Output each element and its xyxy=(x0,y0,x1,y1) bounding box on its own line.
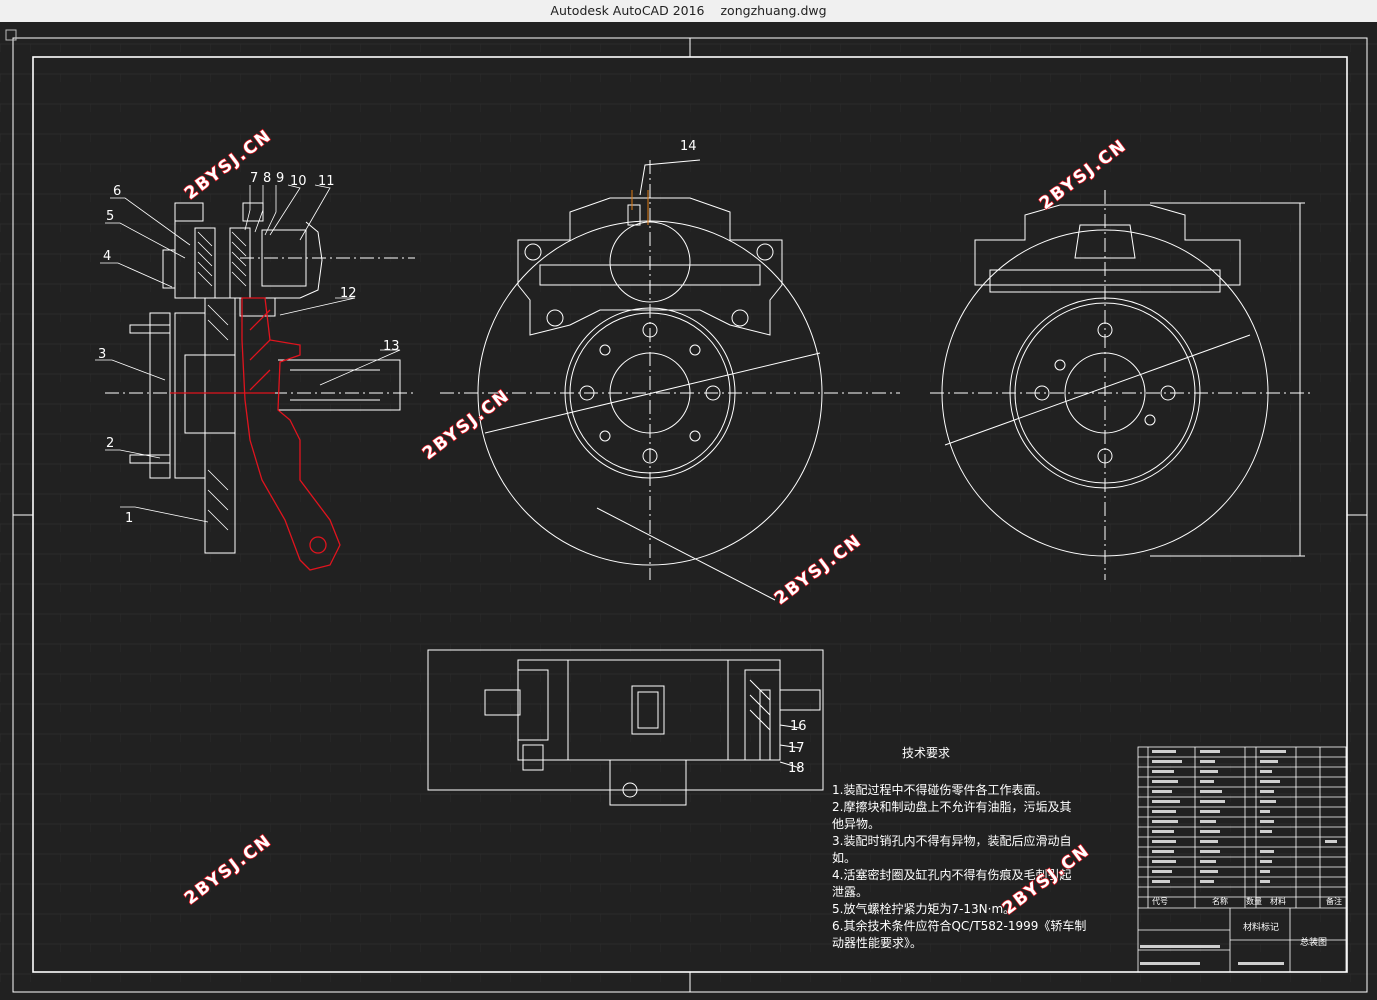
title-block-text: 代号 名称 数量 材料 备注 材料标记 总装图 xyxy=(1152,896,1342,948)
col-header-notes: 备注 xyxy=(1326,896,1342,906)
leader-lines xyxy=(95,184,401,523)
part-label: 2 xyxy=(106,436,114,451)
tech-requirements: 技术要求 1.装配过程中不得碰伤零件各工作表面。 2.摩擦块和制动盘上不允许有油… xyxy=(832,746,1086,950)
app-title: Autodesk AutoCAD 2016 xyxy=(550,3,705,18)
file-name: zongzhuang.dwg xyxy=(720,3,827,18)
tech-req-line: 5.放气螺栓拧紧力矩为7-13N·m。 xyxy=(832,901,1015,916)
material-label: 材料标记 xyxy=(1243,921,1279,933)
front-view xyxy=(440,159,900,601)
tech-req-title: 技术要求 xyxy=(902,746,950,760)
tech-req-line: 4.活塞密封圈及缸孔内不得有伤痕及毛刺引起 xyxy=(832,867,1071,882)
part-label: 12 xyxy=(340,286,357,301)
top-view xyxy=(427,649,824,806)
title-block xyxy=(1137,746,1347,973)
tech-req-line: 6.其余技术条件应符合QC/T582-1999《轿车制 xyxy=(832,918,1086,933)
col-header-code: 代号 xyxy=(1152,896,1168,906)
drawing-name: 总装图 xyxy=(1300,936,1327,948)
part-label: 1 xyxy=(125,511,133,526)
side-view xyxy=(930,190,1310,580)
part-label: 7 xyxy=(250,171,258,186)
drawing-frame xyxy=(12,37,1368,993)
part-labels: 1 2 3 4 5 6 7 8 9 10 11 12 13 14 16 17 1… xyxy=(98,139,807,776)
tech-req-line: 动器性能要求》。 xyxy=(832,936,922,950)
tech-req-line: 泄露。 xyxy=(832,885,868,899)
part-label: 5 xyxy=(106,209,114,224)
col-header-material: 材料 xyxy=(1270,896,1286,906)
knuckle-highlight xyxy=(170,297,341,571)
tech-req-line: 2.摩擦块和制动盘上不允许有油脂，污垢及其 xyxy=(832,799,1071,814)
tech-req-line: 他异物。 xyxy=(832,817,880,831)
tech-req-line: 1.装配过程中不得碰伤零件各工作表面。 xyxy=(832,782,1047,797)
part-label: 14 xyxy=(680,139,697,154)
window-title-bar: Autodesk AutoCAD 2016 zongzhuang.dwg xyxy=(0,0,1377,22)
part-label: 9 xyxy=(276,171,284,186)
part-label: 13 xyxy=(383,339,400,354)
col-header-qty: 数量 xyxy=(1246,896,1262,906)
drawing-svg[interactable]: 1 2 3 4 5 6 7 8 9 10 11 12 13 14 16 17 1… xyxy=(0,22,1377,1000)
drawing-canvas[interactable]: 1 2 3 4 5 6 7 8 9 10 11 12 13 14 16 17 1… xyxy=(0,22,1377,1000)
tech-req-line: 3.装配时销孔内不得有异物，装配后应滑动自 xyxy=(832,833,1071,848)
part-label: 10 xyxy=(290,174,307,189)
tech-req-line: 如。 xyxy=(832,850,856,865)
ucs-icon xyxy=(5,29,17,41)
part-label: 11 xyxy=(318,174,335,189)
col-header-name: 名称 xyxy=(1212,896,1228,906)
parts-list-entries xyxy=(1140,750,1337,965)
part-label: 8 xyxy=(263,171,271,186)
part-label: 17 xyxy=(788,741,805,756)
part-label: 16 xyxy=(790,719,807,734)
part-label: 4 xyxy=(103,249,111,264)
part-label: 18 xyxy=(788,761,805,776)
part-label: 3 xyxy=(98,347,106,362)
part-label: 6 xyxy=(113,184,121,199)
bleed-screw-mark xyxy=(631,190,649,225)
section-view xyxy=(105,202,415,554)
